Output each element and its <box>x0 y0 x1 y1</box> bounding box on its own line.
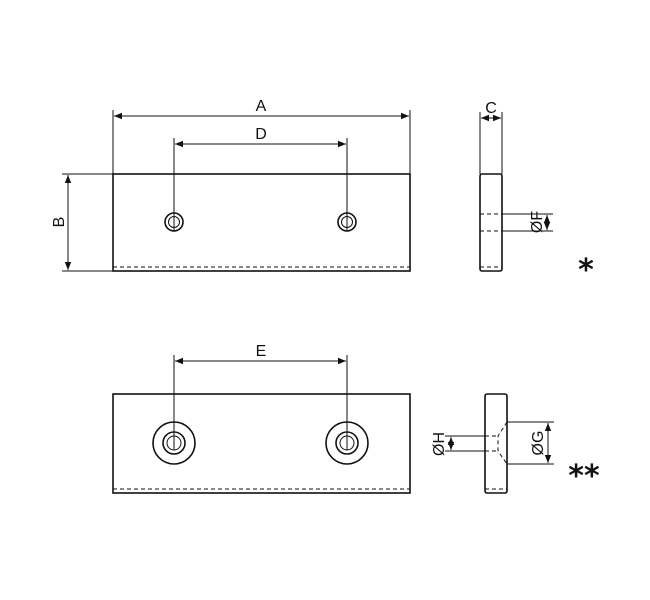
dim-g-label: ØG <box>530 431 547 456</box>
variant-single-marker: * <box>578 253 594 288</box>
dim-e-label: E <box>256 343 267 360</box>
dim-c-label: C <box>485 100 497 117</box>
dim-h-label: ØH <box>431 432 448 456</box>
variant-double-marker: ** <box>568 459 600 494</box>
bottom-plate-outline <box>112 393 411 494</box>
top-side-outline <box>479 173 503 272</box>
top-plate-outline <box>112 173 411 272</box>
bottom-side-outline <box>484 393 508 494</box>
top-front-view: A D B <box>51 98 411 272</box>
countersink-profile <box>497 421 508 465</box>
top-side-view: C ØF <box>479 100 553 272</box>
bottom-front-view: E <box>112 343 411 494</box>
bottom-side-view: ØH ØG <box>431 393 554 494</box>
dim-a-label: A <box>256 98 267 115</box>
dim-d-label: D <box>255 126 267 143</box>
dim-f-label: ØF <box>529 211 546 233</box>
dim-b-label: B <box>51 217 68 228</box>
